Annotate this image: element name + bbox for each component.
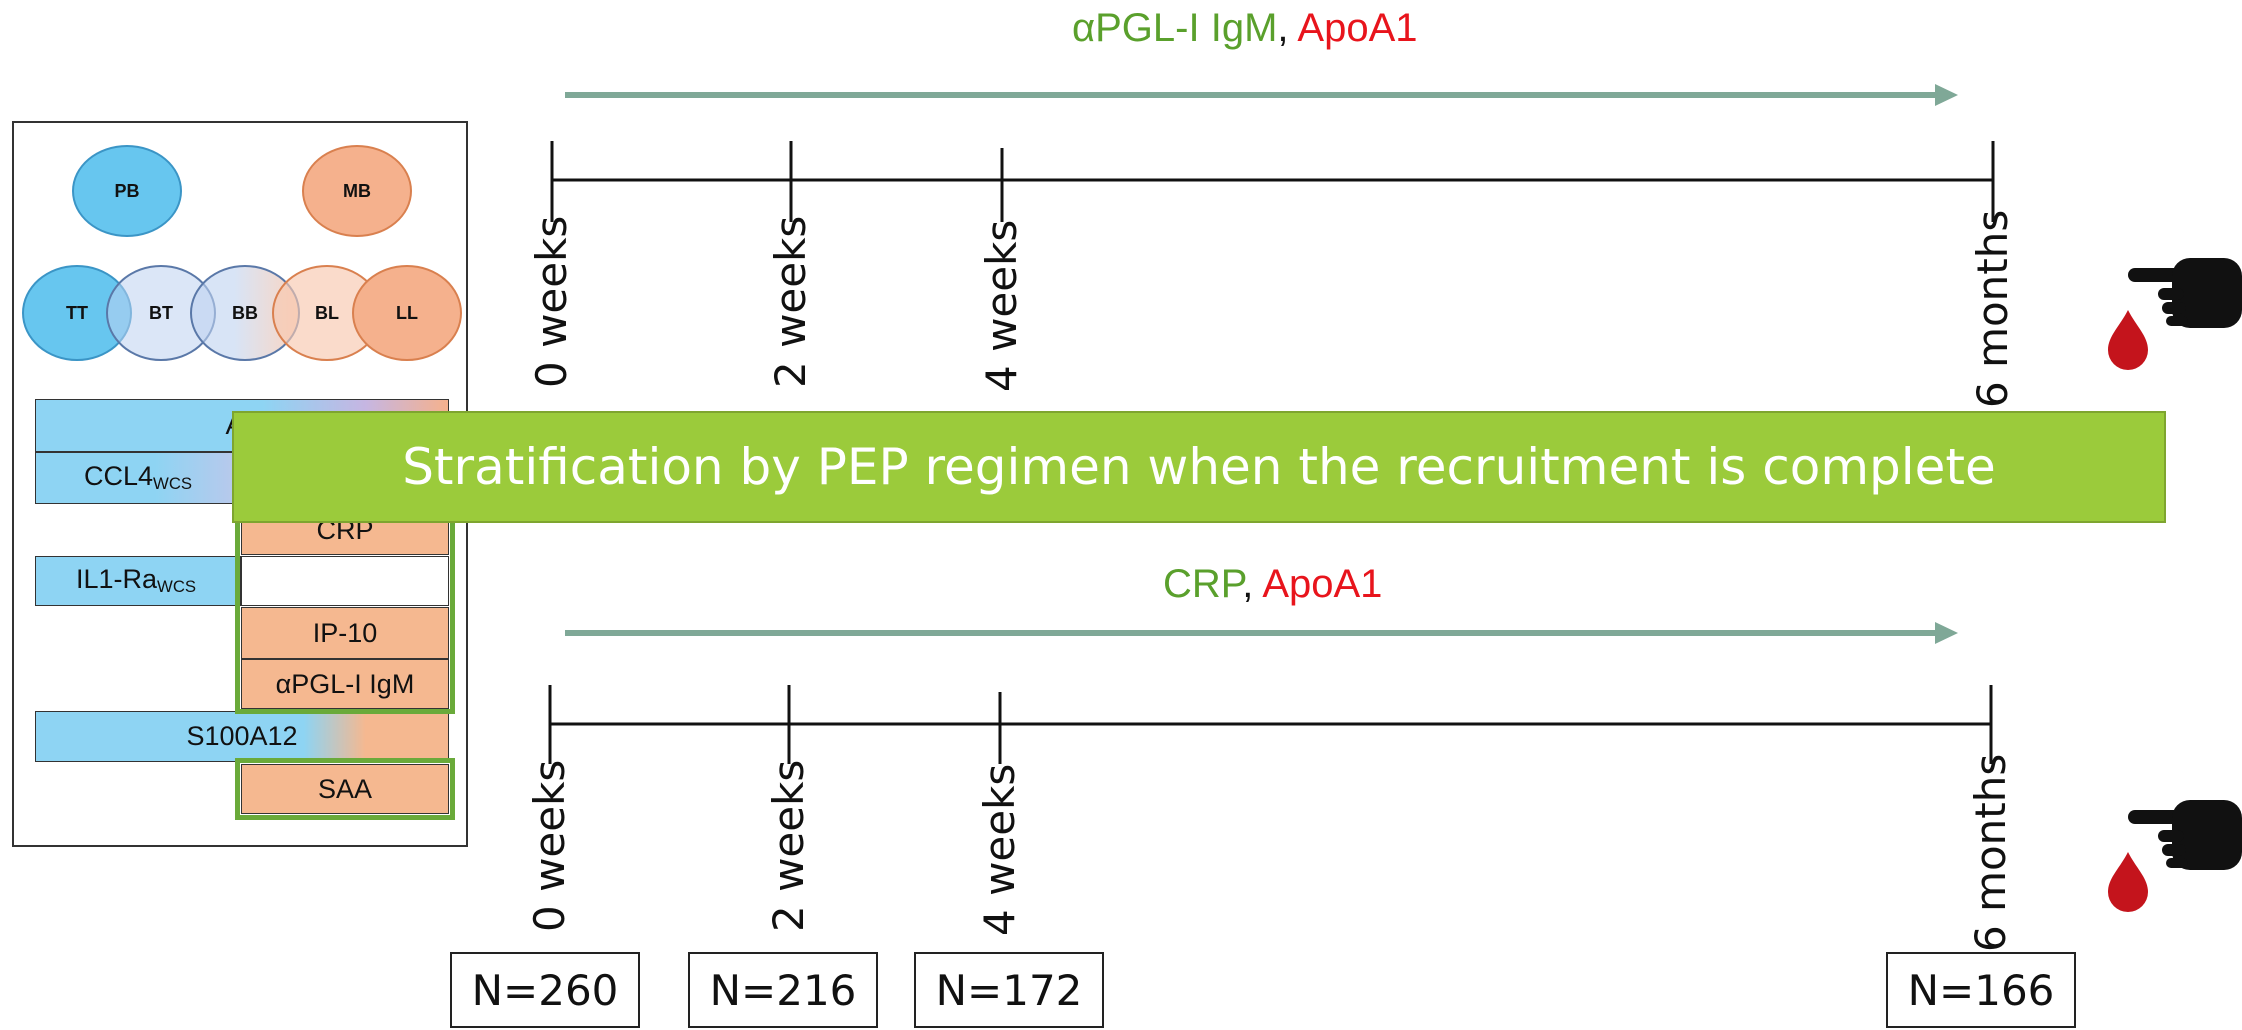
bottom-tick-label-1: 2 weeks: [764, 759, 813, 932]
bottom-tick-label-3: 6 months: [1966, 753, 2015, 952]
bottom-marker-red: ApoA1: [1262, 562, 1383, 606]
count-box-2-weeks: N=216: [688, 952, 878, 1028]
bar-ip10-label: IP-10: [312, 617, 378, 648]
bar-saa-label: SAA: [317, 773, 373, 804]
top-tick-label-1: 2 weeks: [766, 215, 815, 388]
bottom-markers-title: CRP, ApoA1: [1163, 562, 1382, 607]
top-tick-label-2: 4 weeks: [977, 219, 1026, 392]
blood-drop-icon: [2108, 310, 2148, 370]
bottom-tick-label-0: 0 weeks: [525, 759, 574, 932]
bar-ip10: IP-10: [241, 607, 449, 659]
pointing-hand-icon: [2128, 258, 2242, 328]
top-marker-red: ApoA1: [1297, 6, 1418, 50]
bar-s100a12-label: S100A12: [186, 721, 298, 751]
highlight-frame-saa: [235, 758, 455, 820]
circle-mb: MB: [302, 145, 412, 237]
bar-il1ra: IL1-RaWCS: [35, 556, 241, 606]
blood-drop-icon: [2108, 852, 2148, 912]
circle-pb: PB: [72, 145, 182, 237]
bar-ccl4: CCL4WCS: [35, 452, 235, 504]
top-markers-title: αPGL-I IgM, ApoA1: [1072, 6, 1418, 51]
pointing-hand-icon: [2128, 800, 2242, 870]
bottom-tick-label-2: 4 weeks: [975, 763, 1024, 936]
bar-ccl4-label: CCL4WCS: [84, 461, 193, 494]
count-box-4-weeks: N=172: [914, 952, 1104, 1028]
top-tick-label-0: 0 weeks: [527, 215, 576, 388]
bottom-marker-green: CRP: [1163, 562, 1243, 606]
bar-il1ra-empty: [241, 556, 449, 606]
top-tick-label-3: 6 months: [1968, 209, 2017, 408]
bottom-marker-sep: ,: [1242, 562, 1254, 606]
bottom-arrowhead: [1935, 622, 1958, 644]
top-marker-green: αPGL-I IgM: [1072, 6, 1278, 50]
bar-s100a12: S100A12: [35, 711, 449, 762]
count-box-0-weeks: N=260: [450, 952, 640, 1028]
top-marker-sep: ,: [1277, 6, 1289, 50]
bar-apgl-igm: αPGL-I IgM: [241, 659, 449, 709]
count-box-6-months: N=166: [1886, 952, 2076, 1028]
top-arrowhead: [1935, 84, 1958, 106]
circle-ll: LL: [352, 265, 462, 361]
bar-apgl-igm-label: αPGL-I IgM: [275, 668, 415, 699]
bar-il1ra-label: IL1-RaWCS: [76, 564, 197, 597]
bar-saa: SAA: [241, 764, 449, 814]
stratification-banner-text: Stratification by PEP regimen when the r…: [402, 438, 1996, 496]
stratification-banner: Stratification by PEP regimen when the r…: [232, 411, 2166, 523]
